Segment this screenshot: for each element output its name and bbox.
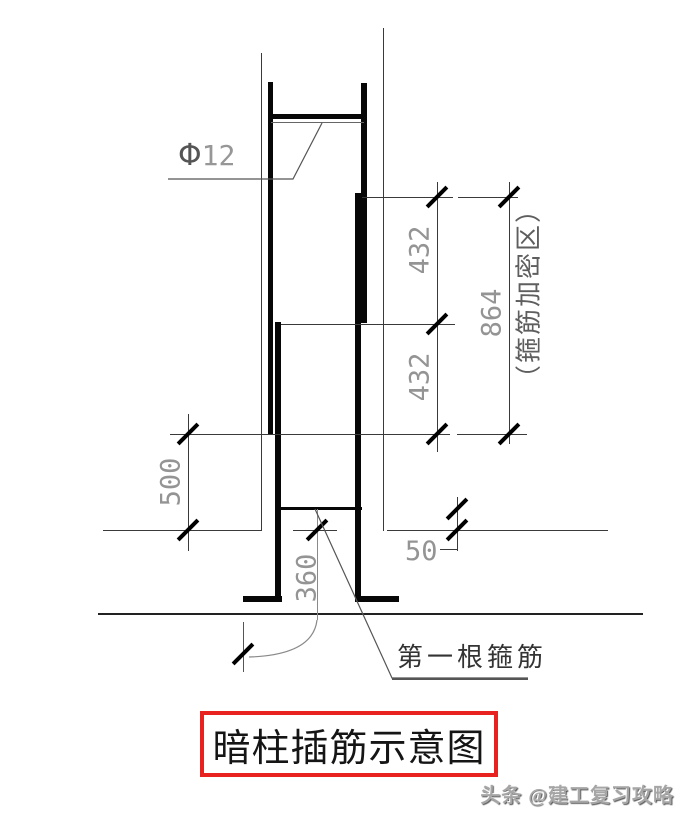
rebar-left-dowel: [275, 322, 281, 602]
foundation-top-line-c: [387, 530, 608, 531]
foundation-bottom-line: [98, 613, 643, 615]
title-box: 暗柱插筋示意图: [200, 711, 498, 777]
stirrup-top-inner: [271, 122, 364, 123]
stirrup-top: [268, 114, 367, 119]
rebar-right-upper: [361, 83, 367, 323]
diameter-symbol: Φ: [178, 138, 202, 173]
ext-line-mid-stirrup: [281, 324, 455, 325]
foundation-top-line-a: [103, 530, 262, 531]
ext-line-lap-end: [170, 434, 450, 435]
rebar-left-foot: [243, 596, 282, 602]
ext-line-lap-end-2: [457, 434, 527, 435]
stirrup-bottom-first: [281, 507, 362, 510]
dim-text-50: 50: [405, 536, 438, 567]
rebar-diameter-callout: Φ12: [178, 138, 235, 173]
dim-line-500: [188, 414, 189, 551]
watermark-text: 头条 @建工复习攻略: [480, 785, 674, 807]
dim-line-below-grade: [243, 622, 244, 672]
ext-line-top-2: [458, 197, 518, 198]
dim-360-arc: [248, 619, 318, 658]
dim-text-432-lower: 432: [404, 352, 436, 402]
rebar-left-upper: [268, 82, 273, 435]
ext-line-top: [362, 197, 453, 198]
dim-50-hook-line: [440, 549, 458, 550]
dim-text-864: 864: [476, 288, 508, 338]
first-stirrup-label: 第一根箍筋: [397, 643, 548, 672]
densification-zone-label: （箍筋加密区）: [514, 194, 544, 392]
diameter-value: 12: [201, 139, 236, 172]
column-edge-line-right: [383, 28, 384, 531]
dim-line-432: [437, 182, 438, 452]
dim-line-864: [509, 182, 510, 444]
dim-text-360: 360: [291, 553, 323, 603]
dim-text-432-upper: 432: [404, 225, 436, 275]
column-edge-line-left: [261, 53, 262, 530]
dim-text-500: 500: [155, 457, 187, 507]
rebar-right-foot: [355, 596, 399, 602]
rebar-right-dowel: [355, 193, 361, 602]
first-stirrup-underline: [392, 678, 528, 680]
diagram-title: 暗柱插筋示意图: [212, 727, 486, 770]
